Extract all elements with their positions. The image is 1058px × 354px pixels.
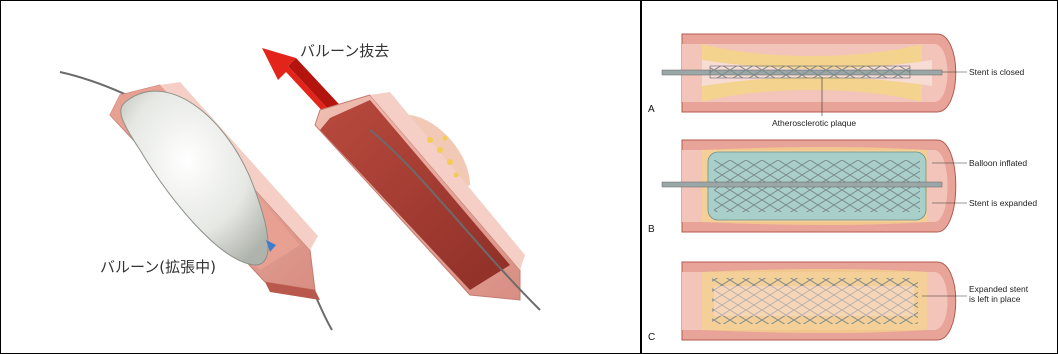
panel-letter-c: C <box>648 332 655 343</box>
balloon <box>121 91 268 265</box>
balloon-label: バルーン(拡張中) <box>100 258 216 276</box>
label-left-in-place: is left in place <box>969 294 1021 304</box>
panel-a: A Stent is closed Atherosclerotic plaque <box>648 34 1025 128</box>
panel-letter-a: A <box>648 104 655 115</box>
balloon-angioplasty-illustration: バルーン抜去 バルーン(拡張中) <box>0 0 640 354</box>
label-stent-expanded: Stent is expanded <box>969 198 1037 208</box>
label-balloon-inflated: Balloon inflated <box>969 158 1027 168</box>
stent-deployment-diagram: A Stent is closed Atherosclerotic plaque… <box>642 0 1058 354</box>
vessel-segment-right <box>315 92 525 300</box>
label-expanded-stent: Expanded stent <box>969 284 1029 294</box>
arrow-label: バルーン抜去 <box>300 42 389 60</box>
panel-b: B Balloon inflated Stent is expanded <box>648 140 1037 235</box>
label-atherosclerotic-plaque: Atherosclerotic plaque <box>772 118 856 128</box>
panel-c: C Expanded stent is left in place <box>648 262 1029 343</box>
label-stent-closed: Stent is closed <box>969 67 1025 77</box>
panel-letter-b: B <box>648 224 655 235</box>
